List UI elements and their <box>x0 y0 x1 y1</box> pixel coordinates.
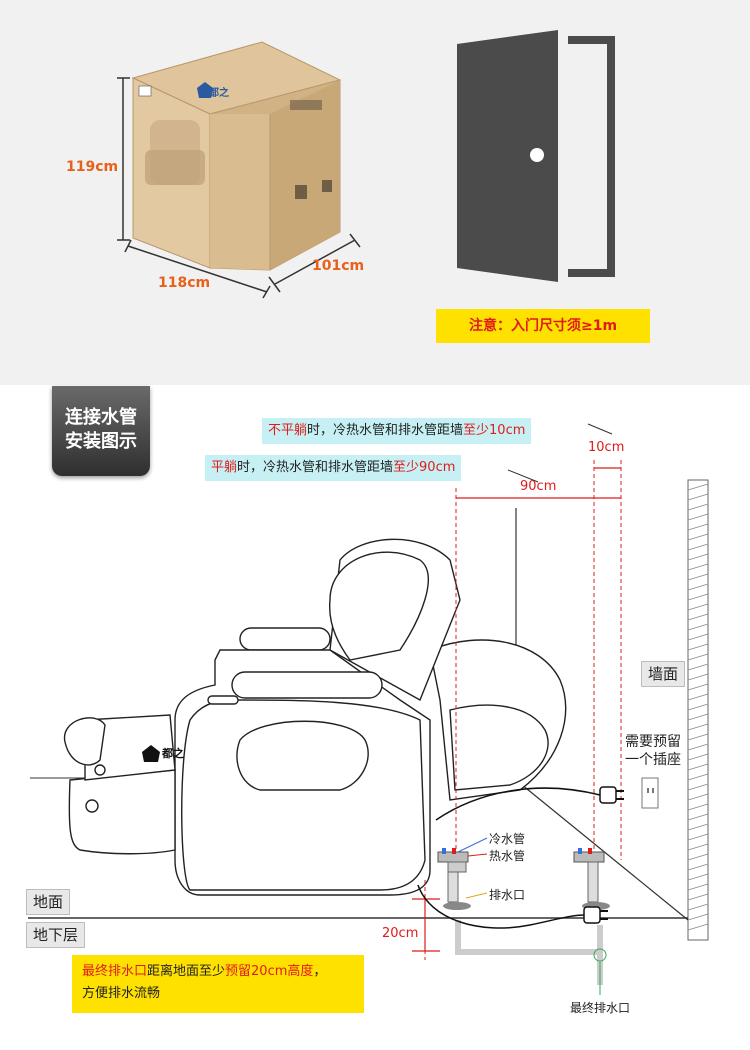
chair-brand-text: 都之 <box>162 747 184 760</box>
pipe-assembly-right <box>573 848 610 910</box>
bottom-note-line-2: 方便排水流畅 <box>82 986 161 1001</box>
wall-illustration <box>515 479 709 941</box>
chair-logo-icon <box>142 745 160 762</box>
socket-note-line-2: 一个插座 <box>625 752 681 768</box>
note-reclined: 平躺时，冷热水管和排水管距墙至少90cm <box>205 455 462 481</box>
note2-highlight: 平躺 <box>211 460 238 475</box>
bottom-note-part-3: 预留20cm高度 <box>225 964 314 979</box>
dim-10cm-label: 10cm <box>588 440 625 455</box>
box-height-label: 119cm <box>66 159 119 175</box>
plug-upper <box>599 786 624 804</box>
pipe-assembly-left <box>437 848 471 910</box>
drain-height-note: 最终排水口距离地面至少预留20cm高度， 方便排水流畅 <box>72 955 364 1013</box>
note1-highlight: 不平躺 <box>268 423 308 438</box>
drain-label: 排水口 <box>489 888 526 902</box>
install-title-badge: 连接水管 安装图示 <box>52 386 150 476</box>
bottom-note-part-1: 最终排水口 <box>82 964 148 979</box>
final-drain-label: 最终排水口 <box>570 1001 631 1015</box>
badge-line-1: 连接水管 <box>65 407 137 428</box>
note1-distance: 至少10cm <box>463 423 526 438</box>
note1-text: 时，冷热水管和排水管距墙 <box>307 423 464 438</box>
wall-label: 墙面 <box>641 661 686 687</box>
massage-chair-illustration <box>64 538 567 896</box>
ground-label: 地面 <box>26 889 71 915</box>
box-brand-text: 都之 <box>209 88 229 99</box>
dim-90cm-label: 90cm <box>520 479 557 494</box>
shipping-box-illustration <box>117 41 361 299</box>
dim-20cm-label: 20cm <box>382 926 419 941</box>
bottom-note-part-2: 距离地面至少 <box>147 964 226 979</box>
basement-label: 地下层 <box>26 922 86 948</box>
door-size-notice: 注意：入门尺寸须≥1m <box>436 309 650 343</box>
box-depth-label: 101cm <box>312 258 365 274</box>
note2-distance: 至少90cm <box>393 460 456 475</box>
bottom-note-part-4: ， <box>313 964 327 979</box>
socket-note-line-1: 需要预留 <box>625 734 681 750</box>
socket-note: 需要预留 一个插座 <box>625 733 681 769</box>
badge-line-2: 安装图示 <box>65 431 137 452</box>
note2-text: 时，冷热水管和排水管距墙 <box>237 460 394 475</box>
plug-lower <box>583 906 608 924</box>
note-not-reclined: 不平躺时，冷热水管和排水管距墙至少10cm <box>262 418 532 444</box>
hot-pipe-label: 热水管 <box>489 849 526 863</box>
wall-socket-icon <box>641 777 659 809</box>
cold-pipe-label: 冷水管 <box>489 832 526 846</box>
door-illustration <box>457 30 615 282</box>
box-width-label: 118cm <box>158 275 211 291</box>
